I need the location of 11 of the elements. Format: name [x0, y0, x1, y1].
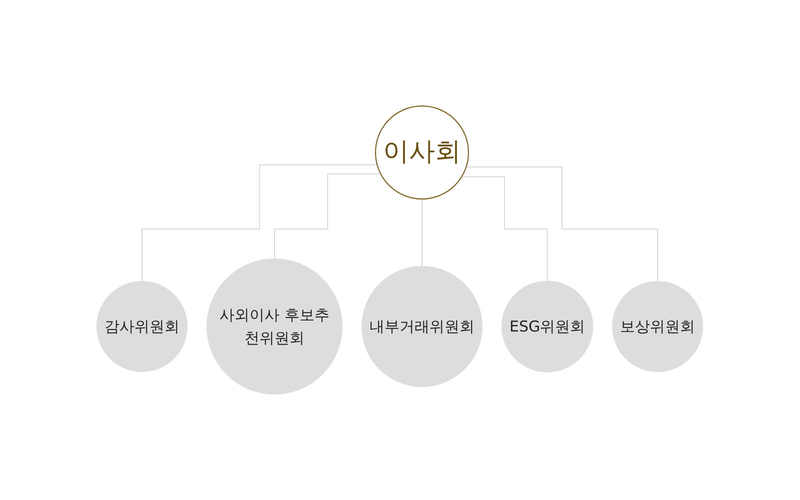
connector [142, 164, 378, 282]
node-circle: 내부거래위원회 [362, 266, 483, 387]
node-circle: ESG위원회 [502, 280, 594, 372]
node-circle: 보상위원회 [612, 281, 704, 372]
node-circle: 감사위원회 [96, 281, 188, 372]
connector [422, 198, 423, 267]
connector [461, 176, 548, 282]
node-circle: 사외이사 후보추천위원회 [206, 258, 343, 394]
node-circle: 이사회 [375, 106, 470, 200]
connector [274, 173, 382, 260]
connector [466, 166, 658, 282]
